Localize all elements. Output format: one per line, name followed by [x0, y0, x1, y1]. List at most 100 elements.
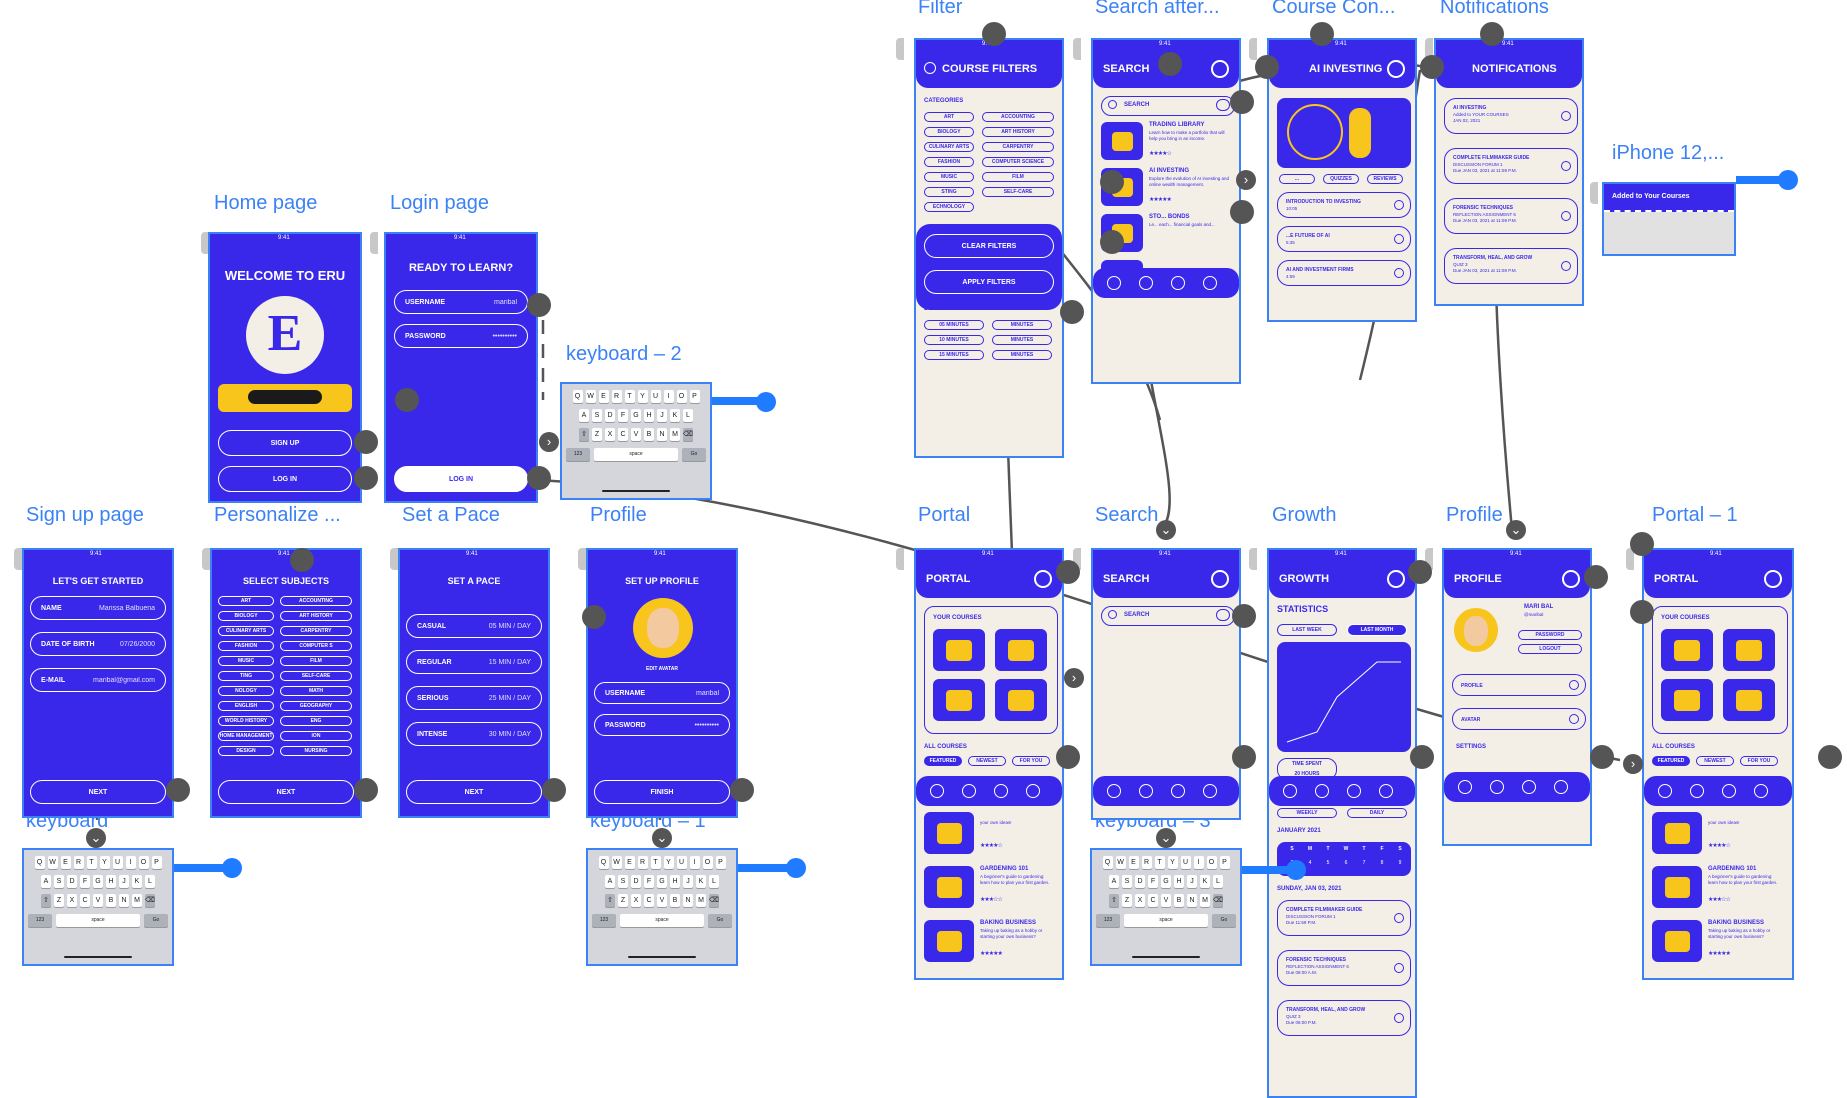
bell-icon[interactable]	[1764, 570, 1782, 588]
key[interactable]: K	[132, 875, 142, 888]
course-thumb[interactable]	[1652, 920, 1702, 962]
course-filter-tab[interactable]: NEWEST	[968, 756, 1006, 766]
course-thumb[interactable]	[995, 679, 1047, 721]
chevron-right-icon[interactable]	[1561, 161, 1571, 171]
key[interactable]: Z	[592, 428, 602, 441]
key[interactable]: Y	[1167, 856, 1178, 869]
subject-chip[interactable]: DESIGN	[218, 746, 274, 756]
key[interactable]: S	[618, 875, 628, 888]
course-filter-tab[interactable]: NEWEST	[1696, 756, 1734, 766]
key[interactable]: X	[631, 894, 641, 907]
subject-chip[interactable]: COMPUTER S	[280, 641, 352, 651]
logout-button[interactable]: LOGOUT	[1518, 644, 1582, 654]
finish-button[interactable]: FINISH	[594, 780, 730, 804]
result-title[interactable]: AI INVESTING	[1149, 168, 1190, 174]
subject-chip[interactable]: ENGLISH	[218, 701, 274, 711]
duration-chip[interactable]: MINUTES	[992, 320, 1052, 330]
course-thumb[interactable]	[995, 629, 1047, 671]
key[interactable]: M	[132, 894, 142, 907]
go-key[interactable]: Go	[708, 914, 732, 927]
key[interactable]: W	[585, 390, 596, 403]
key[interactable]: Z	[618, 894, 628, 907]
filter-icon[interactable]	[1216, 99, 1230, 111]
subject-chip[interactable]: FASHION	[218, 641, 274, 651]
key[interactable]: H	[670, 875, 680, 888]
key[interactable]: H	[644, 409, 654, 422]
key[interactable]: L	[709, 875, 719, 888]
avatar[interactable]	[633, 598, 693, 658]
profile-icon[interactable]	[1026, 784, 1040, 798]
calendar-date[interactable]: 8	[1380, 860, 1384, 866]
course-tab[interactable]: QUIZZES	[1323, 174, 1359, 184]
category-chip[interactable]: ACCOUNTING	[982, 112, 1054, 122]
key[interactable]: I	[689, 856, 700, 869]
key[interactable]: J	[657, 409, 667, 422]
next-button[interactable]: NEXT	[30, 780, 166, 804]
key[interactable]: X	[1135, 894, 1145, 907]
calendar-date[interactable]: 7	[1362, 860, 1366, 866]
growth-icon[interactable]	[1347, 784, 1361, 798]
duration-chip[interactable]: MINUTES	[992, 350, 1052, 360]
subject-chip[interactable]: ART HISTORY	[280, 611, 352, 621]
key[interactable]: Q	[34, 856, 45, 869]
result-title[interactable]: TRADING LIBRARY	[1149, 122, 1205, 128]
course-title[interactable]: BAKING BUSINESS	[980, 920, 1037, 926]
key[interactable]: N	[683, 894, 693, 907]
sign-up-button[interactable]: SIGN UP	[218, 430, 352, 456]
go-key[interactable]: Go	[682, 448, 706, 461]
course-thumb[interactable]	[1652, 812, 1702, 854]
chevron-right-icon[interactable]	[1561, 211, 1571, 221]
play-icon[interactable]	[1394, 268, 1404, 278]
course-tab[interactable]: ...	[1279, 174, 1315, 184]
course-thumb[interactable]	[1652, 866, 1702, 908]
category-chip[interactable]: COMPUTER SCIENCE	[982, 157, 1054, 167]
course-thumb[interactable]	[1661, 679, 1713, 721]
play-icon[interactable]	[1394, 234, 1404, 244]
weekly-tab[interactable]: WEEKLY	[1277, 808, 1337, 818]
key[interactable]: K	[1200, 875, 1210, 888]
category-chip[interactable]: MUSIC	[924, 172, 974, 182]
course-thumb[interactable]	[924, 812, 974, 854]
course-thumb[interactable]	[924, 920, 974, 962]
key[interactable]: L	[683, 409, 693, 422]
growth-icon[interactable]	[1522, 780, 1536, 794]
calendar-date[interactable]: 9	[1398, 860, 1402, 866]
profile-icon[interactable]	[1379, 784, 1393, 798]
shift-key[interactable]: ⇧	[1109, 894, 1119, 907]
key[interactable]: J	[683, 875, 693, 888]
profile-icon[interactable]	[1754, 784, 1768, 798]
key[interactable]: G	[93, 875, 103, 888]
key[interactable]: P	[715, 856, 726, 869]
space-key[interactable]: space	[56, 914, 140, 927]
growth-icon[interactable]	[994, 784, 1008, 798]
key[interactable]: K	[696, 875, 706, 888]
chevron-right-icon[interactable]	[1561, 111, 1571, 121]
key[interactable]: O	[138, 856, 149, 869]
backspace-key[interactable]: ⌫	[145, 894, 155, 907]
key[interactable]: U	[676, 856, 687, 869]
key[interactable]: T	[1154, 856, 1165, 869]
key[interactable]: F	[644, 875, 654, 888]
key[interactable]: S	[54, 875, 64, 888]
subject-chip[interactable]: ACCOUNTING	[280, 596, 352, 606]
calendar-date[interactable]: 4	[1308, 860, 1312, 866]
search-input[interactable]: SEARCH	[1101, 96, 1235, 116]
growth-icon[interactable]	[1171, 276, 1185, 290]
key[interactable]: W	[1115, 856, 1126, 869]
duration-chip[interactable]: 10 MINUTES	[924, 335, 984, 345]
key[interactable]: X	[605, 428, 615, 441]
course-thumb[interactable]	[933, 629, 985, 671]
chevron-down-icon[interactable]: ⌄	[652, 828, 672, 848]
key[interactable]: P	[689, 390, 700, 403]
password-button[interactable]: PASSWORD	[1518, 630, 1582, 640]
category-chip[interactable]: BIOLOGY	[924, 127, 974, 137]
profile-icon[interactable]	[1554, 780, 1568, 794]
key[interactable]: O	[1206, 856, 1217, 869]
key[interactable]: Y	[637, 390, 648, 403]
